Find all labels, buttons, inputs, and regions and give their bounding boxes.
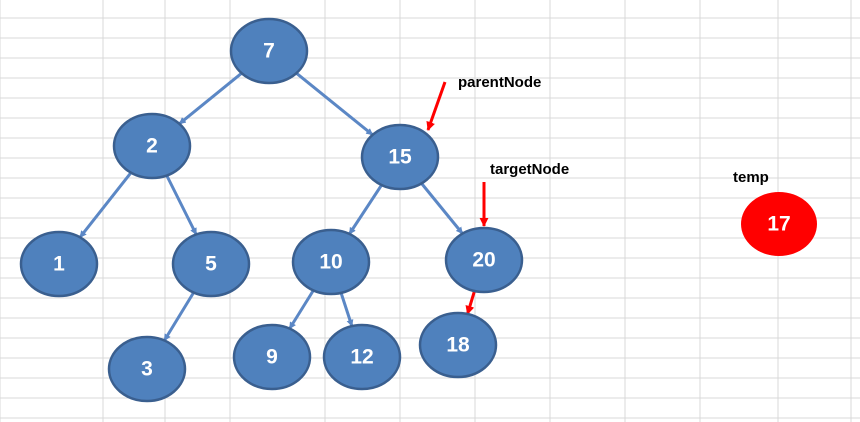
- tree-node-7: 7: [229, 17, 309, 85]
- tree-node-5: 5: [171, 230, 251, 298]
- target-node-label: targetNode: [490, 161, 569, 178]
- edge-n15-n10: [348, 184, 383, 235]
- target-pointer: targetNode: [479, 161, 569, 227]
- tree-node-circle: [112, 112, 192, 180]
- tree-node-value: 7: [263, 40, 275, 63]
- edge-n2-n5: [165, 174, 198, 236]
- temp-node-circle: [741, 192, 817, 256]
- tree-node-circle: [444, 226, 524, 294]
- tree-node-20: 20: [444, 226, 524, 294]
- temp-node-value: 17: [767, 213, 790, 236]
- tree-node-value: 9: [266, 346, 278, 369]
- tree-node-circle: [171, 230, 251, 298]
- edge-n10-n9: [288, 289, 315, 330]
- tree-node-1: 1: [19, 230, 99, 298]
- tree-node-9: 9: [232, 323, 312, 391]
- tree-node-circle: [232, 323, 312, 391]
- edges-layer: [78, 72, 476, 342]
- tree-node-15: 15: [360, 123, 440, 191]
- tree-node-3: 3: [107, 335, 187, 403]
- tree-node-circle: [291, 228, 371, 296]
- tree-node-10: 10: [291, 228, 371, 296]
- tree-node-circle: [107, 335, 187, 403]
- edge-n5-n3: [163, 291, 195, 342]
- tree-node-value: 18: [446, 334, 470, 357]
- tree-node-value: 15: [388, 146, 412, 169]
- tree-node-2: 2: [112, 112, 192, 180]
- edge-n15-n20: [420, 182, 464, 235]
- edge-n20-n18: [465, 290, 476, 315]
- tree-node-circle: [229, 17, 309, 85]
- tree-node-value: 10: [319, 251, 342, 274]
- tree-node-12: 12: [322, 323, 402, 391]
- edge-n7-n2: [178, 72, 243, 125]
- parent-pointer: parentNode: [426, 74, 541, 131]
- tree-node-circle: [19, 230, 99, 298]
- parent-pointer-arrow: [426, 81, 447, 131]
- temp-node: temp 17: [733, 169, 817, 256]
- tree-node-value: 5: [205, 253, 217, 276]
- tree-node-value: 1: [53, 253, 65, 276]
- tree-node-circle: [322, 323, 402, 391]
- edge-n10-n12: [339, 292, 354, 327]
- tree-node-18: 18: [418, 311, 498, 379]
- parent-node-label: parentNode: [458, 74, 541, 91]
- tree-node-value: 3: [141, 358, 153, 381]
- temp-label: temp: [733, 169, 769, 186]
- tree-node-circle: [418, 311, 498, 379]
- edge-n7-n15: [295, 72, 374, 136]
- tree-node-value: 12: [350, 346, 373, 369]
- edge-n2-n1: [78, 171, 133, 239]
- tree-node-value: 2: [146, 135, 158, 158]
- tree-node-circle: [360, 123, 440, 191]
- tree-node-value: 20: [472, 249, 495, 272]
